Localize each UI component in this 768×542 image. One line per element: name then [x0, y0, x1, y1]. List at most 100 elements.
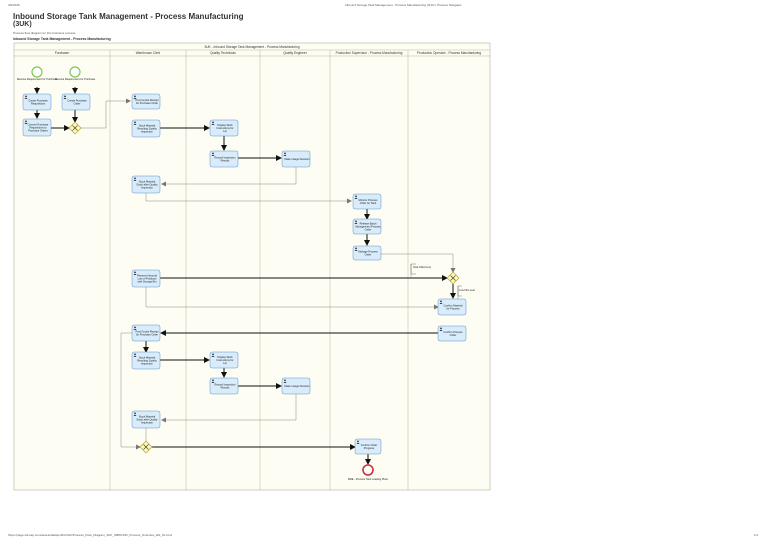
user-icon [356, 440, 360, 444]
start-event-2: Receive Requirement for Purchase [55, 66, 96, 81]
user-icon [211, 152, 215, 156]
user-icon [133, 271, 137, 275]
gateway-3 [139, 440, 153, 454]
user-icon [211, 379, 215, 383]
page-title: Inbound Storage Tank Management - Proces… [13, 12, 244, 21]
task-label: Make Usage Decision [284, 384, 310, 388]
end-event-label: BRE - Process Tank Loading Plant [348, 477, 388, 481]
pool [13, 42, 491, 491]
task-qe2[interactable]: Make Usage Decision [281, 377, 311, 395]
annotation-2-text: Low Fill Level [459, 288, 475, 292]
user-icon [211, 121, 215, 125]
task-label: Make Usage Decision [284, 157, 310, 161]
user-icon [133, 121, 137, 125]
lane-title-purchaser: Purchaser [55, 51, 70, 55]
gateway-1 [68, 121, 82, 135]
start-event-2-label: Receive Requirement for Purchase [55, 77, 96, 81]
page-number: 1/1 [754, 533, 759, 537]
user-icon [63, 95, 67, 99]
user-icon [439, 300, 443, 304]
user-icon [211, 353, 215, 357]
process-code: (3UK) [13, 21, 32, 28]
lane-warehouse-clerk: Warehouse Clerk [136, 50, 187, 490]
diagram-subtitle: Inbound Storage Tank Management - Proces… [13, 37, 111, 41]
user-icon [283, 152, 287, 156]
user-icon [283, 379, 287, 383]
print-footer-url: https://page.sdi.sap.com/assets/data/pub… [8, 533, 173, 537]
lane-title-production-operator: Production Operator - Process Manufactur… [417, 51, 481, 55]
lane-quality-engineer: Quality Engineer [283, 50, 331, 490]
lane-title-warehouse-clerk: Warehouse Clerk [136, 51, 161, 55]
pool-title: 3UK - Inbound Storage Tank Management - … [204, 45, 299, 49]
start-event-1-label: Receive Requirement for Purchase [17, 77, 58, 81]
lane-title-production-supervisor: Production Supervisor - Process Manufact… [336, 51, 403, 55]
user-icon [133, 326, 137, 330]
user-icon [133, 412, 137, 416]
gateway-2 [446, 271, 460, 285]
annotation-1: Tank Filled Low [410, 263, 431, 275]
page-description: Process flow diagram for this business p… [13, 31, 76, 35]
lane-production-supervisor: Production Supervisor - Process Manufact… [336, 50, 409, 490]
user-icon [354, 195, 358, 199]
lane-production-operator: Production Operator - Process Manufactur… [417, 51, 481, 55]
print-date: 4/6/2025 [8, 3, 20, 7]
end-event: BRE - Process Tank Loading Plant [348, 464, 388, 481]
user-icon [354, 247, 358, 251]
user-icon [24, 95, 28, 99]
user-icon [133, 177, 137, 181]
lane-purchaser: Purchaser [55, 50, 111, 490]
lane-title-quality-engineer: Quality Engineer [283, 51, 308, 55]
user-icon [439, 327, 443, 331]
user-icon [133, 95, 137, 99]
lane-title-quality-technician: Quality Technician [210, 51, 236, 55]
task-qe1[interactable]: Make Usage Decision [281, 150, 311, 168]
print-header-title: Inbound Storage Tank Management - Proces… [345, 3, 462, 7]
annotation-2: Low Fill Level [457, 285, 475, 297]
user-icon [354, 220, 358, 224]
lane-quality-technician: Quality Technician [210, 50, 261, 490]
annotation-1-text: Tank Filled Low [413, 265, 431, 269]
user-icon [24, 120, 28, 124]
start-event-1: Receive Requirement for Purchase [17, 66, 58, 81]
user-icon [133, 353, 137, 357]
